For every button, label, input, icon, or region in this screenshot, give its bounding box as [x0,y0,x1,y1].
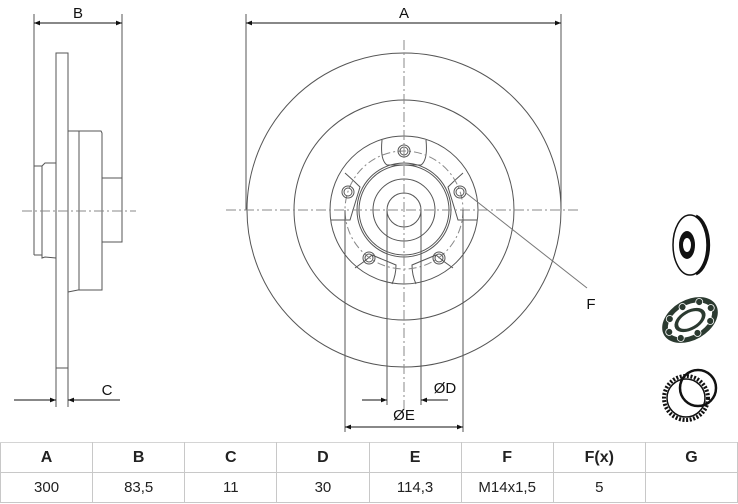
dimension-label-e: ØE [393,407,415,424]
dimension-label-f: F [586,296,595,313]
specification-table: A B C D E F F(x) G 300 83,5 11 30 114,3 … [0,442,738,503]
abs-ring-icon [662,368,718,422]
value-b: 83,5 [92,472,186,503]
dimension-label-b: B [73,5,83,22]
header-b: B [92,442,186,473]
side-view [14,14,136,407]
header-fx: F(x) [552,442,646,473]
value-a: 300 [0,472,94,503]
table-header-row: A B C D E F F(x) G [0,442,738,473]
header-f: F [460,442,554,473]
value-f: M14x1,5 [460,472,554,503]
brake-disc-icon [672,214,711,276]
value-e: 114,3 [368,472,462,503]
value-d: 30 [276,472,370,503]
front-view [226,14,588,432]
dimension-label-a: A [399,5,409,22]
header-e: E [368,442,462,473]
wheel-bearing-icon [662,297,718,343]
dimension-label-d: ØD [434,380,457,397]
header-g: G [644,442,738,473]
value-g [644,472,738,503]
table-value-row: 300 83,5 11 30 114,3 M14x1,5 5 [0,472,738,503]
header-d: D [276,442,370,473]
header-a: A [0,442,94,473]
value-fx: 5 [552,472,646,503]
value-c: 11 [184,472,278,503]
header-c: C [184,442,278,473]
dimension-label-c: C [102,382,113,399]
technical-drawing: B C [14,5,718,432]
